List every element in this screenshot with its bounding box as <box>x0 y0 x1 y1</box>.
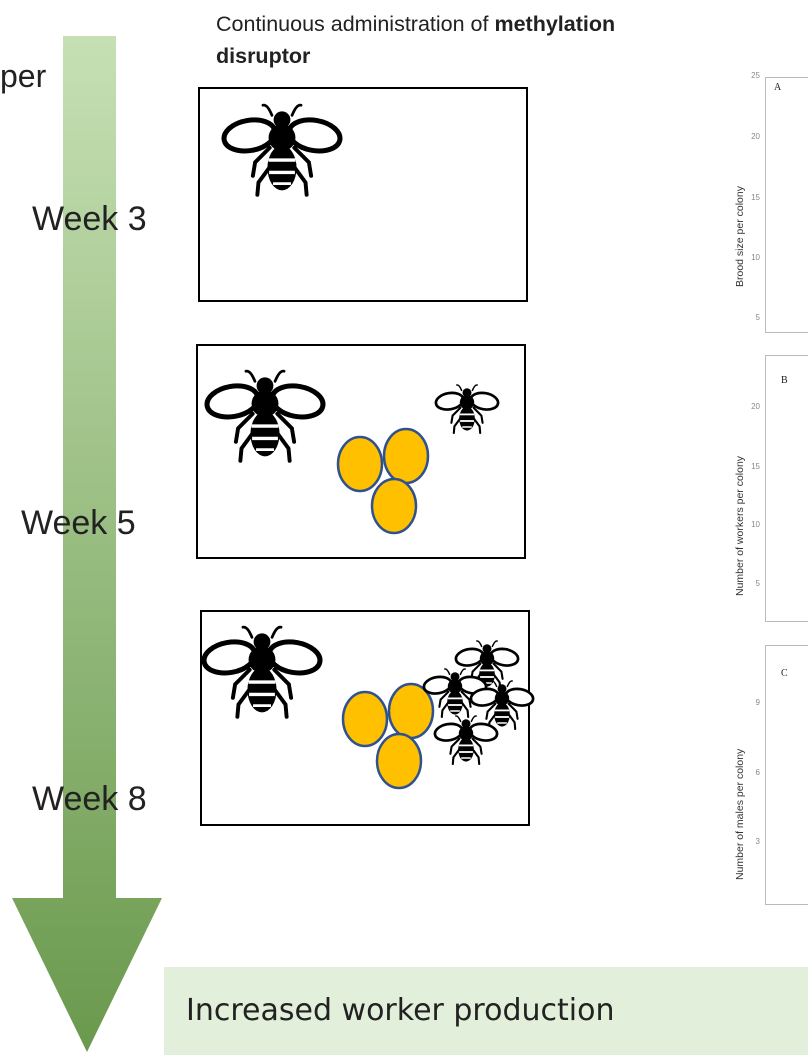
week-label-5: Week 5 <box>21 504 136 542</box>
title-bold-2: disruptor <box>216 44 311 68</box>
chart-c-tick: 6 <box>755 768 760 777</box>
title-prefix: Continuous administration of <box>216 12 495 36</box>
chart-a-tick: 20 <box>751 132 760 141</box>
chart-panel-a <box>765 77 808 333</box>
chart-b-tick: 15 <box>751 462 760 471</box>
chart-b-tick: 10 <box>751 520 760 529</box>
chart-panel-c <box>765 645 808 905</box>
chart-c-label: C <box>781 668 788 679</box>
chart-b-tick: 20 <box>751 402 760 411</box>
queen-bee-icon <box>222 105 343 195</box>
egg-cluster-icon <box>341 682 435 790</box>
chart-c-tick: 9 <box>755 698 760 707</box>
chart-a-tick: 5 <box>755 313 760 322</box>
queen-bee-icon <box>202 627 323 717</box>
worker-bee-icon <box>433 383 501 435</box>
chart-b-label: B <box>781 375 788 386</box>
result-callout: Increased worker production <box>164 967 808 1055</box>
week-label-8: Week 8 <box>32 780 147 818</box>
chart-b-tick: 5 <box>755 579 760 588</box>
chart-a-label: A <box>774 82 782 93</box>
week-label-3: Week 3 <box>32 200 147 238</box>
chart-panel-b <box>765 355 808 622</box>
chart-b-ylabel: Number of workers per colony <box>734 455 746 596</box>
queen-bee-icon <box>205 371 326 461</box>
title-bold-1: methylation <box>494 12 616 36</box>
egg-cluster-icon <box>336 427 430 535</box>
chart-c-tick: 3 <box>755 837 760 846</box>
chart-c-ylabel: Number of males per colony <box>734 748 746 880</box>
chart-a-tick: 15 <box>751 193 760 202</box>
chart-a-ylabel: Brood size per colony <box>734 186 746 287</box>
figure-title: Continuous administration of methylation… <box>216 8 808 72</box>
chart-a-tick: 10 <box>751 253 760 262</box>
chart-a-tick: 25 <box>751 71 760 80</box>
cutoff-text: per <box>0 58 47 94</box>
